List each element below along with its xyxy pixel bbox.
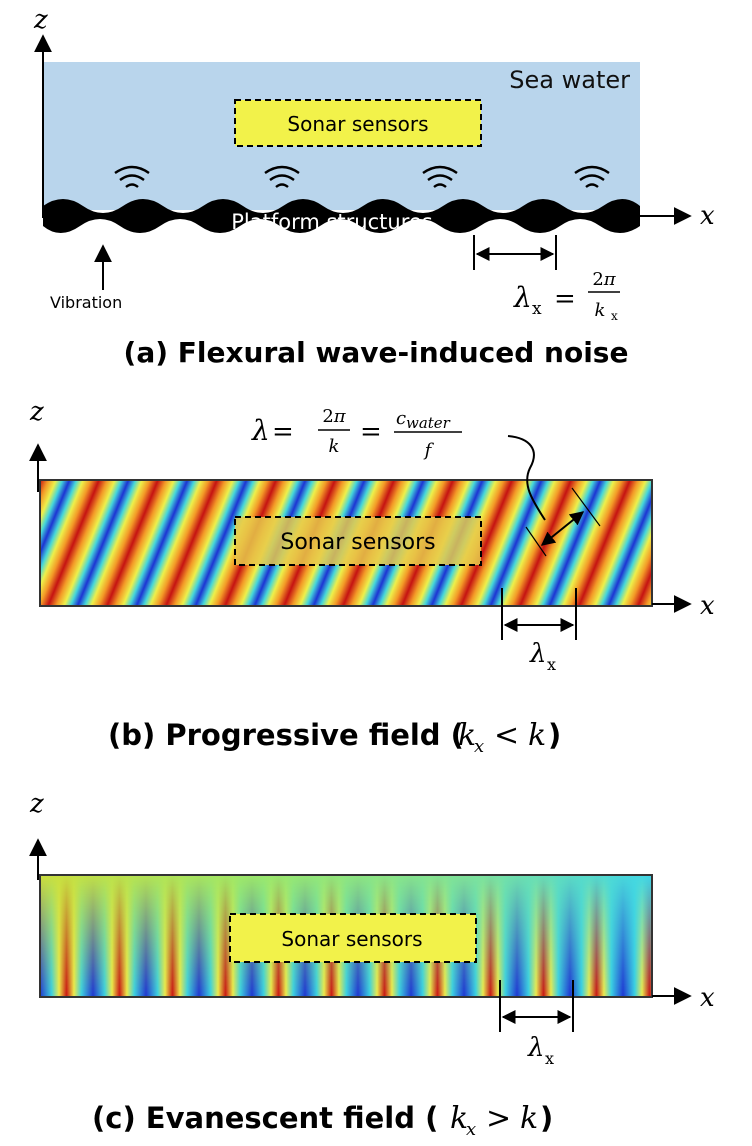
svg-text:λ: λ [251, 414, 270, 447]
leader-curve [507, 435, 546, 521]
sea-water-label: Sea water [509, 66, 630, 94]
platform-structures-label: Platform structures [231, 210, 432, 234]
svg-text:2π: 2π [592, 269, 616, 290]
x-axis-label-a: x [700, 201, 715, 231]
svg-text:c: c [396, 408, 406, 429]
svg-text:x: x [611, 309, 618, 323]
wave-emission-icon [114, 165, 610, 188]
svg-text:k: k [520, 1101, 538, 1136]
svg-text:k: k [450, 1101, 468, 1136]
panel-a: z Sea water Sonar sensors Platform struc… [33, 5, 715, 369]
sonar-sensors-label-a: Sonar sensors [287, 112, 428, 136]
lambda-x-label-c: λ x [527, 1033, 554, 1068]
platform-structure-band [43, 199, 640, 233]
svg-text:k: k [458, 718, 476, 753]
sonar-sensors-box-a [234, 99, 482, 147]
panel-c: z Sonar sensors x λ x (c) Evanescent fie… [29, 789, 715, 1140]
wavelength-tick-1-b [525, 526, 547, 557]
caption-c: (c) Evanescent field ( k x > k ) [92, 1101, 553, 1140]
svg-text:x: x [532, 299, 542, 319]
svg-text:water: water [406, 414, 451, 432]
svg-text:=: = [272, 417, 294, 447]
svg-text:2π: 2π [322, 406, 346, 427]
svg-text:k: k [329, 436, 340, 457]
panel-b: z Sonar sensors λ = 2π k = c water f x [29, 397, 715, 757]
svg-text:λ: λ [513, 281, 532, 314]
svg-text:x: x [545, 1049, 554, 1068]
x-axis-label-b: x [700, 591, 715, 621]
svg-text:): ) [540, 1101, 553, 1135]
svg-text:λ: λ [527, 1033, 544, 1063]
sonar-sensors-box-b [234, 516, 482, 566]
svg-text:<: < [494, 718, 519, 753]
svg-text:): ) [548, 718, 561, 752]
svg-text:λ: λ [529, 639, 546, 669]
svg-text:(b) Progressive field (: (b) Progressive field ( [108, 718, 464, 752]
svg-text:k: k [595, 300, 606, 321]
z-axis-label-a: z [33, 5, 48, 35]
svg-text:=: = [360, 417, 382, 447]
wavelength-formula-a: λ x = 2π k x [513, 269, 620, 323]
sonar-sensors-label-b: Sonar sensors [280, 530, 435, 555]
wavelength-equation-b: λ = 2π k = c water f [251, 406, 462, 461]
svg-text:f: f [423, 440, 435, 461]
wavelength-tick-2-b [571, 487, 601, 527]
sonar-sensors-label-c: Sonar sensors [281, 927, 422, 951]
svg-text:x: x [474, 736, 484, 757]
lambda-x-label-b: λ x [529, 639, 556, 674]
svg-text:x: x [547, 655, 556, 674]
svg-text:(c) Evanescent field (: (c) Evanescent field ( [92, 1101, 438, 1135]
vibration-label: Vibration [50, 293, 122, 312]
caption-b: (b) Progressive field ( k x < k ) [108, 718, 561, 757]
caption-a: (a) Flexural wave-induced noise [124, 336, 629, 369]
z-axis-label-b: z [29, 397, 44, 427]
x-axis-label-c: x [700, 983, 715, 1013]
sonar-sensors-box-c [229, 913, 477, 963]
diagonal-wavelength-arrow [540, 511, 585, 546]
svg-text:>: > [486, 1101, 511, 1136]
svg-text:x: x [466, 1119, 476, 1140]
svg-text:k: k [528, 718, 546, 753]
z-axis-label-c: z [29, 789, 44, 819]
evanescent-field-map [39, 874, 653, 998]
svg-text:=: = [554, 284, 576, 314]
